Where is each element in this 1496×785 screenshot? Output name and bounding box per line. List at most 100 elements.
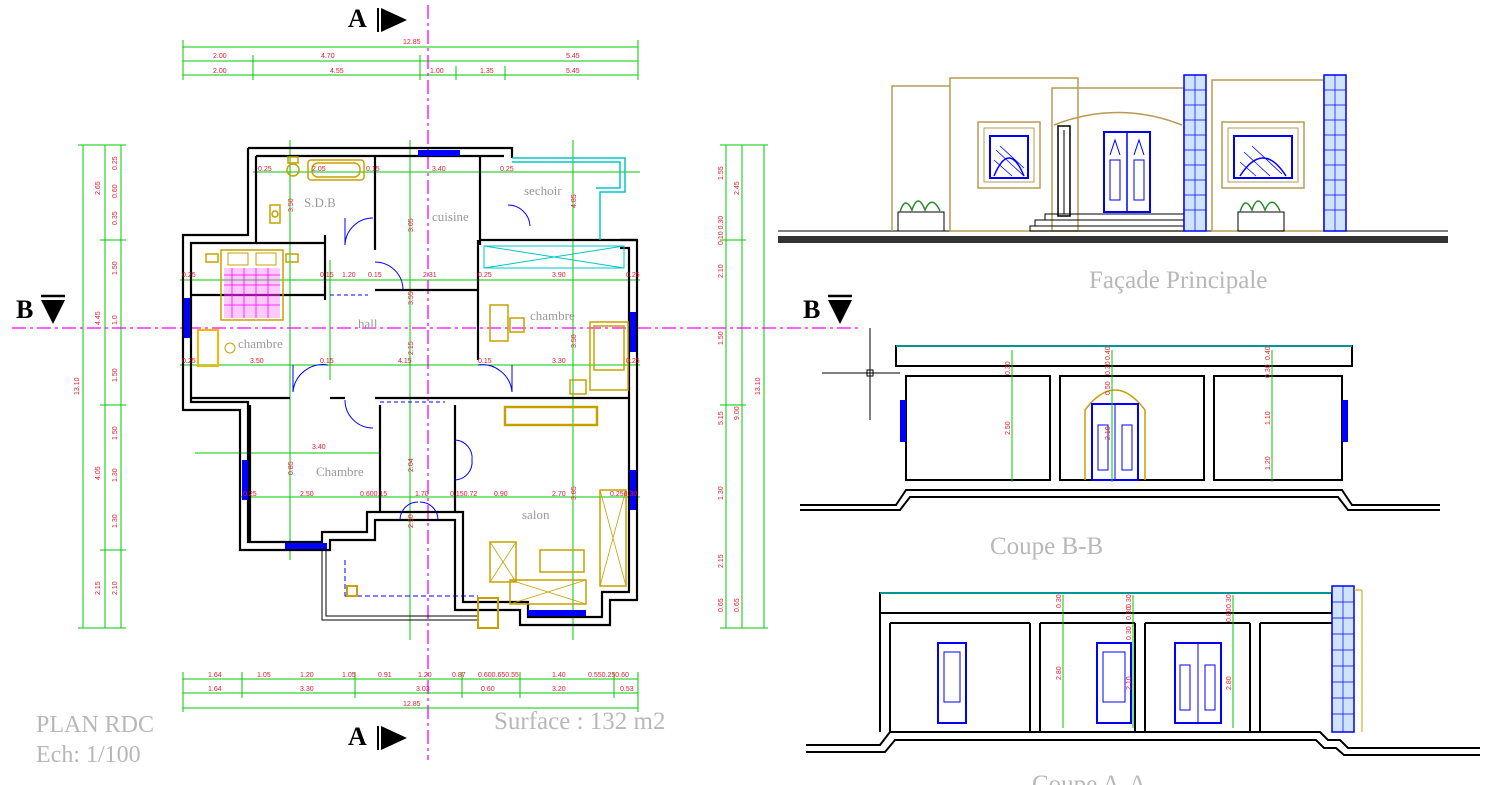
coupe-bb-title: Coupe B-B — [990, 533, 1104, 560]
dim-right: 1.55 — [718, 166, 725, 180]
svg-text:0.80: 0.80 — [1126, 606, 1133, 620]
dim-right: 2.10 — [718, 264, 725, 278]
interior-dimension-values: 0.25 2.05 0.15 3.40 0.25 0.25 0.15 1.20 … — [182, 166, 640, 528]
dim-right: 5.15 — [718, 411, 725, 425]
facade-title: Façade Principale — [1089, 267, 1268, 294]
dim-bottom: 1.05 — [342, 672, 356, 679]
svg-text:2.70: 2.70 — [552, 491, 566, 498]
svg-text:1.10: 1.10 — [1265, 411, 1272, 425]
dim-left: 4.05 — [95, 466, 102, 480]
svg-text:3.05: 3.05 — [408, 218, 415, 232]
dim-left: 1.30 — [112, 468, 119, 482]
dim-right-total: 13.10 — [755, 377, 762, 395]
dim-bottom: 3.30 — [300, 686, 314, 693]
dim-bottom: 1.20 — [300, 672, 314, 679]
room-label-hall: hall — [358, 316, 378, 331]
svg-text:3.30: 3.30 — [552, 358, 566, 365]
plan-title-block: PLAN RDC Ech: 1/100 — [36, 710, 154, 770]
dim-bottom: 0.91 — [378, 672, 392, 679]
planter — [897, 200, 1285, 232]
entrance-porch — [321, 550, 499, 629]
svg-text:0.30: 0.30 — [1226, 594, 1233, 608]
svg-text:0.30: 0.30 — [1265, 364, 1272, 378]
svg-text:0.15: 0.15 — [478, 358, 492, 365]
svg-text:3.50: 3.50 — [250, 358, 264, 365]
facade-entrance-door — [1103, 131, 1151, 213]
room-label-sechoir: sechoir — [524, 183, 562, 198]
svg-text:3.40: 3.40 — [432, 166, 446, 173]
bed — [197, 249, 299, 367]
dim-left: 0.60 — [112, 184, 119, 198]
dim-left: 1.30 — [112, 514, 119, 528]
dim-bottom-total: 12.85 — [403, 701, 421, 708]
svg-text:0.25: 0.25 — [500, 166, 514, 173]
dim-bottom: 0.550.250.60 — [588, 672, 629, 679]
dim-left: 1.50 — [112, 261, 119, 275]
dim-left-total: 13.10 — [74, 377, 81, 395]
section-marker-a-bottom: A — [348, 722, 407, 751]
facade-window-left — [977, 121, 1041, 189]
dim-right: 2.45 — [734, 181, 741, 195]
dim-left: 1.50 — [112, 368, 119, 382]
svg-text:0.25: 0.25 — [258, 166, 272, 173]
svg-text:2.80: 2.80 — [1226, 676, 1233, 690]
tiled-pilaster — [1183, 74, 1347, 232]
svg-text:3.50: 3.50 — [571, 334, 578, 348]
facade-principale — [778, 74, 1448, 243]
dim-left: 1.50 — [112, 426, 119, 440]
plan-scale: Ech: 1/100 — [36, 742, 141, 768]
svg-text:0.25: 0.25 — [182, 358, 196, 365]
svg-text:0.90: 0.90 — [494, 491, 508, 498]
svg-text:0.30: 0.30 — [1126, 626, 1133, 640]
svg-text:3.50: 3.50 — [288, 198, 295, 212]
svg-text:1.20: 1.20 — [342, 272, 356, 279]
section-marker-a-top: A — [348, 4, 407, 33]
dim-left: 2.10 — [112, 581, 119, 595]
dim-bottom: 1.20 — [418, 672, 432, 679]
svg-text:2.04: 2.04 — [408, 458, 415, 472]
dim-left: 0.35 — [112, 211, 119, 225]
room-label-chambre: Chambre — [316, 464, 364, 479]
svg-text:0.30: 0.30 — [1005, 361, 1012, 375]
coupe-bb-door — [1084, 389, 1146, 481]
left-dimensions — [78, 144, 126, 629]
dim-right: 0.65 — [718, 598, 725, 612]
plan-title: PLAN RDC — [36, 712, 155, 738]
svg-text:4.85: 4.85 — [571, 194, 578, 208]
room-label-cuisine: cuisine — [432, 209, 469, 224]
floor-plan: 12.85 2.00 4.70 5.45 2.00 4.55 1.00 1.35… — [12, 4, 858, 760]
svg-text:0.85: 0.85 — [288, 461, 295, 475]
svg-text:B: B — [803, 295, 820, 324]
svg-text:0.25: 0.25 — [243, 491, 257, 498]
room-label-chambre: chambre — [530, 308, 575, 323]
cupboard-cross — [483, 245, 625, 269]
svg-text:0.40: 0.40 — [1105, 346, 1112, 360]
svg-text:2.05: 2.05 — [312, 166, 326, 173]
svg-text:0.25: 0.25 — [182, 272, 196, 279]
svg-text:2.10: 2.10 — [1126, 676, 1133, 690]
facade-window-right — [1221, 121, 1305, 189]
dim-bottom: 1.64 — [208, 686, 222, 693]
dim-top: 5.45 — [566, 68, 580, 75]
svg-text:A: A — [348, 4, 367, 33]
svg-text:0.15: 0.15 — [368, 272, 382, 279]
sdb-fixtures — [269, 156, 365, 224]
dim-right: 0.10 0.30 — [718, 216, 725, 245]
dim-left: 2.65 — [95, 181, 102, 195]
svg-text:2.31: 2.31 — [423, 272, 437, 279]
coupe-aa-title: Coupe A-A — [1032, 771, 1147, 785]
room-label-salon: salon — [522, 507, 550, 522]
svg-text:2.10: 2.10 — [1105, 426, 1112, 440]
surface-label: Surface : 132 m2 — [494, 708, 666, 735]
dim-bottom: 3.03 — [416, 686, 430, 693]
svg-text:0.30: 0.30 — [1056, 594, 1063, 608]
room-label-chambre: chambre — [238, 336, 283, 351]
dim-bottom: 1.40 — [552, 672, 566, 679]
svg-text:3.40: 3.40 — [312, 444, 326, 451]
svg-text:0.25: 0.25 — [478, 272, 492, 279]
svg-text:2.50: 2.50 — [300, 491, 314, 498]
dim-top: 2.00 — [213, 68, 227, 75]
svg-text:0.15: 0.15 — [320, 272, 334, 279]
dim-bottom: 1.05 — [257, 672, 271, 679]
